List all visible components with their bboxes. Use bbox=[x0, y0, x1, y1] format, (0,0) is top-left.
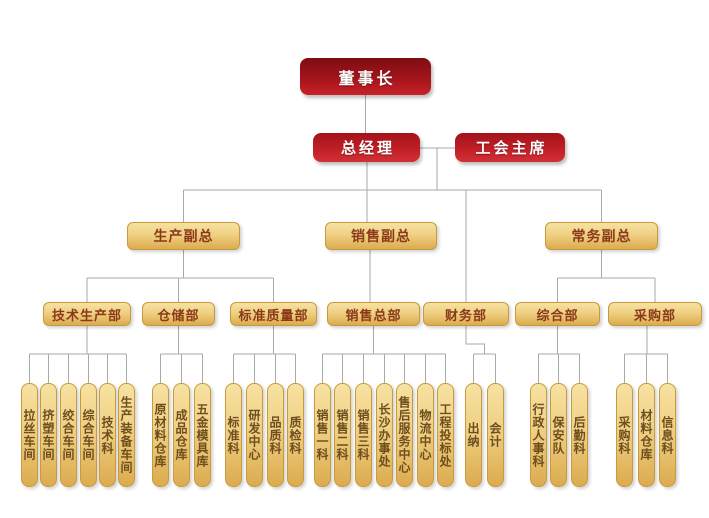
node-section-hardware-mold-warehouse: 五金模具库 bbox=[194, 383, 211, 487]
node-dept-standards-quality: 标准质量部 bbox=[230, 302, 317, 326]
node-section-wire-drawing-workshop: 拉丝车间 bbox=[21, 383, 38, 487]
node-section-finished-goods-warehouse: 成品仓库 bbox=[173, 383, 190, 487]
node-section-extrusion-workshop: 挤塑车间 bbox=[40, 383, 57, 487]
node-section-security-team: 保安队 bbox=[550, 383, 567, 487]
node-dept-tech-production: 技术生产部 bbox=[43, 302, 131, 326]
node-section-standards: 标准科 bbox=[225, 383, 242, 487]
node-section-general-workshop: 综合车间 bbox=[80, 383, 97, 487]
node-section-sales-3: 销售三科 bbox=[355, 383, 372, 487]
node-section-inspection: 质检科 bbox=[287, 383, 304, 487]
node-section-cashier: 出纳 bbox=[465, 383, 482, 487]
node-section-raw-material-warehouse: 原材料仓库 bbox=[152, 383, 169, 487]
node-section-sales-2: 销售二科 bbox=[334, 383, 351, 487]
node-section-admin-hr: 行政人事科 bbox=[530, 383, 547, 487]
node-section-technology: 技术科 bbox=[99, 383, 116, 487]
node-chairman: 董事长 bbox=[300, 58, 431, 95]
node-section-logistics-center: 物流中心 bbox=[417, 383, 434, 487]
node-union-chairman: 工会主席 bbox=[455, 133, 565, 162]
node-section-information: 信息科 bbox=[659, 383, 676, 487]
node-section-quality: 品质科 bbox=[267, 383, 284, 487]
node-section-stranding-workshop: 绞合车间 bbox=[60, 383, 77, 487]
node-general-manager: 总经理 bbox=[313, 133, 420, 162]
node-section-after-sales-center: 售后服务中心 bbox=[396, 383, 413, 487]
node-section-sales-1: 销售一科 bbox=[314, 383, 331, 487]
node-section-logistics-support: 后勤科 bbox=[571, 383, 588, 487]
node-vp-sales: 销售副总 bbox=[325, 222, 437, 250]
node-section-rd-center: 研发中心 bbox=[246, 383, 263, 487]
node-section-material-warehouse: 材料仓库 bbox=[638, 383, 655, 487]
node-dept-general-affairs: 综合部 bbox=[515, 302, 600, 326]
node-section-changsha-office: 长沙办事处 bbox=[376, 383, 393, 487]
node-dept-procurement: 采购部 bbox=[608, 302, 702, 326]
node-section-purchasing: 采购科 bbox=[616, 383, 633, 487]
node-section-accountant: 会计 bbox=[487, 383, 504, 487]
node-dept-finance: 财务部 bbox=[423, 302, 509, 326]
node-section-production-equipment-workshop: 生产装备车间 bbox=[118, 383, 135, 487]
node-vp-executive: 常务副总 bbox=[545, 222, 658, 250]
node-vp-production: 生产副总 bbox=[127, 222, 240, 250]
node-section-bidding-office: 工程投标处 bbox=[437, 383, 454, 487]
node-dept-warehousing: 仓储部 bbox=[142, 302, 215, 326]
node-dept-sales-hq: 销售总部 bbox=[327, 302, 420, 326]
